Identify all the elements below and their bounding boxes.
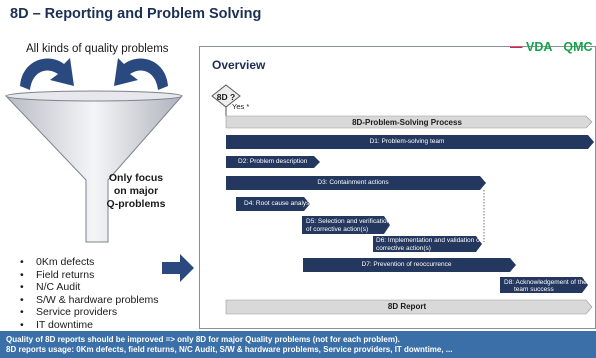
step-label-d8a: D8: Acknowledgement of the [504, 279, 587, 286]
footer-banner: Quality of 8D reports should be improved… [0, 331, 596, 358]
page-title: 8D – Reporting and Problem Solving [10, 6, 262, 22]
quality-problems-label: All kinds of quality problems [26, 43, 169, 55]
step-label-d6b: corrective action(s) [376, 245, 431, 252]
curved-arrow-right-icon [114, 58, 168, 90]
yes-label: Yes * [232, 102, 250, 111]
report-bar-label: 8D Report [387, 302, 427, 311]
process-chart [211, 84, 594, 315]
curved-arrow-left-icon [20, 58, 74, 90]
problem-types-list: 0Km defects Field returns N/C Audit S/W … [20, 256, 159, 332]
focus-text: Only focus on major Q-problems [94, 172, 178, 211]
step-label-d5b: of corrective action(s) [306, 226, 369, 233]
step-label-d3: D3: Containment actions [317, 179, 389, 186]
step-label-d4: D4: Root cause analysis [244, 200, 315, 207]
list-item: S/W & hardware problems [20, 294, 159, 307]
list-item: Service providers [20, 306, 159, 319]
footer-line-2: 8D reports usage: 0Km defects, field ret… [6, 344, 453, 354]
step-bar-d4 [236, 197, 310, 211]
step-bar-d3 [226, 176, 486, 190]
logo-qmc: QMC [563, 40, 593, 54]
list-item: IT downtime [20, 319, 159, 332]
process-bar [225, 115, 593, 129]
decision-label: 8D ? [216, 92, 236, 102]
footer-line-1: Quality of 8D reports should be improved… [6, 335, 400, 344]
step-label-d2: D2: Problem description [238, 158, 308, 165]
step-label-d7: D7: Prevention of reoccurrence [361, 261, 452, 268]
focus-line-2: on major [113, 185, 159, 197]
focus-line-3: Q-problems [106, 198, 166, 210]
process-bar-label: 8D-Problem-Solving Process [352, 118, 462, 127]
list-item: Field returns [20, 269, 159, 282]
step-bar-d7 [303, 258, 516, 272]
step-bar-d2 [226, 156, 320, 168]
step-bar-d5 [302, 216, 390, 234]
list-item: 0Km defects [20, 256, 159, 269]
step-bar-d6 [373, 236, 482, 252]
list-item: N/C Audit [20, 281, 159, 294]
step-label-d6a: D6: Implementation and validation of [376, 237, 482, 244]
step-bar-d8 [500, 277, 588, 293]
vda-qmc-logo: — VDA QMC - [510, 40, 593, 54]
step-label-d5a: D5: Selection and verification [306, 218, 391, 225]
step-bar-d1 [226, 135, 594, 149]
logo-vda: VDA [525, 40, 552, 54]
report-bar [225, 299, 593, 315]
block-arrow-right-icon [162, 254, 194, 282]
funnel-diagram [4, 58, 194, 282]
overview-title: Overview [212, 58, 266, 72]
step-label-d8b: team success [514, 286, 554, 293]
focus-line-1: Only focus [108, 172, 164, 184]
step-label-d1: D1: Problem-solving team [369, 138, 445, 145]
